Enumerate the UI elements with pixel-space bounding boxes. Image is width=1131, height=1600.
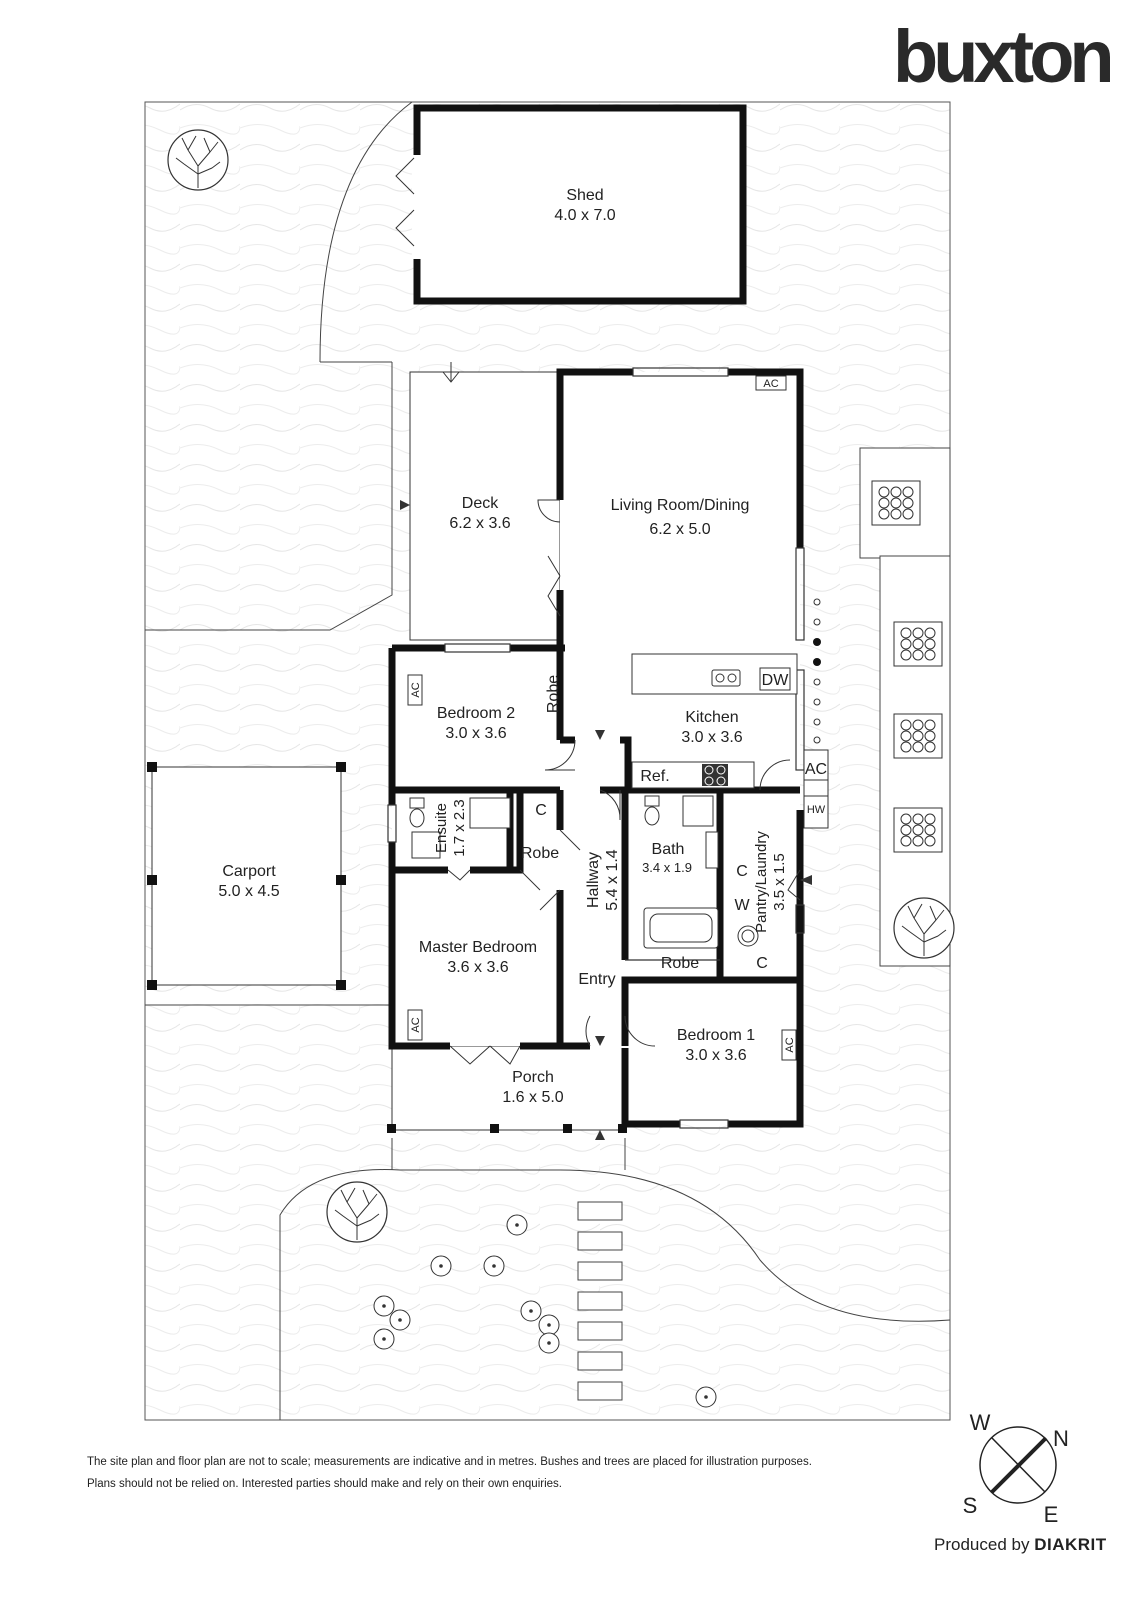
bush-icon bbox=[373, 1295, 395, 1317]
bath-dims: 3.4 x 1.9 bbox=[642, 860, 692, 875]
planter-icon bbox=[871, 480, 921, 526]
dishwasher-label: DW bbox=[762, 672, 790, 689]
bedroom1-dims: 3.0 x 3.6 bbox=[685, 1047, 746, 1064]
living-label: Living Room/Dining bbox=[611, 497, 750, 514]
planter-icon bbox=[893, 621, 943, 667]
pantry-label: Pantry/Laundry bbox=[753, 831, 770, 933]
deck-dims: 6.2 x 3.6 bbox=[449, 515, 510, 532]
produced-by: Produced by DIAKRIT bbox=[934, 1535, 1107, 1555]
cupboard-label-bath: C bbox=[736, 863, 748, 880]
toilet-icon bbox=[644, 795, 660, 807]
hw-label: HW bbox=[807, 804, 826, 816]
disclaimer-line-1: The site plan and floor plan are not to … bbox=[87, 1456, 812, 1468]
bush-icon bbox=[430, 1255, 452, 1277]
bush-icon bbox=[538, 1332, 560, 1354]
kitchen-dims: 3.0 x 3.6 bbox=[681, 729, 742, 746]
hallway-label: Hallway bbox=[585, 852, 602, 908]
deck-outline bbox=[409, 371, 561, 641]
tree-icon bbox=[167, 129, 229, 191]
washer-label: W bbox=[734, 897, 750, 914]
bathtub-icon bbox=[643, 907, 719, 949]
master-dims: 3.6 x 3.6 bbox=[447, 959, 508, 976]
planter-icon bbox=[893, 807, 943, 853]
compass-s: S bbox=[963, 1493, 978, 1518]
compass-e: E bbox=[1044, 1502, 1059, 1527]
bush-icon bbox=[695, 1386, 717, 1408]
kitchen-label: Kitchen bbox=[685, 709, 738, 726]
porch-label: Porch bbox=[512, 1069, 554, 1086]
tree-icon bbox=[326, 1181, 388, 1243]
bush-icon bbox=[373, 1328, 395, 1350]
buxton-logo: buxton bbox=[893, 15, 1115, 98]
ensuite-dims: 1.7 x 2.3 bbox=[451, 799, 468, 857]
planter-icon bbox=[893, 713, 943, 759]
compass-w: W bbox=[970, 1410, 991, 1435]
ensuite-label: Ensuite bbox=[433, 803, 450, 853]
robe-label-master: Robe bbox=[521, 845, 559, 862]
fridge-label: Ref. bbox=[640, 768, 669, 785]
cupboard-label-hall: C bbox=[535, 802, 547, 819]
bush-icon bbox=[520, 1300, 542, 1322]
ac-label-bedroom1: AC bbox=[784, 1037, 796, 1052]
porch-dims: 1.6 x 5.0 bbox=[502, 1089, 563, 1106]
hallway-dims: 5.4 x 1.4 bbox=[604, 849, 621, 910]
pantry-dims: 3.5 x 1.5 bbox=[771, 853, 788, 911]
carport-dims: 5.0 x 4.5 bbox=[218, 883, 279, 900]
kitchen-bench bbox=[631, 761, 755, 789]
living-dims: 6.2 x 5.0 bbox=[649, 521, 710, 538]
ac-label-bedroom2: AC bbox=[410, 682, 422, 697]
house-walls bbox=[388, 368, 804, 1128]
deck-label: Deck bbox=[462, 495, 499, 512]
bush-icon bbox=[483, 1255, 505, 1277]
bush-icon bbox=[389, 1309, 411, 1331]
master-label: Master Bedroom bbox=[419, 939, 537, 956]
robe-label-bedroom2: Robe bbox=[545, 675, 562, 713]
produced-by-prefix: Produced by bbox=[934, 1535, 1030, 1554]
robe-label-bedroom1: Robe bbox=[661, 955, 699, 972]
diakrit-logo: DIAKRIT bbox=[1034, 1535, 1107, 1554]
bush-icon bbox=[506, 1214, 528, 1236]
tree-icon bbox=[893, 897, 955, 959]
cooktop-icon bbox=[702, 764, 728, 786]
compass-n: N bbox=[1053, 1426, 1069, 1451]
cupboard-label-pantry: C bbox=[756, 955, 768, 972]
carport-outline bbox=[151, 766, 342, 986]
carport-label: Carport bbox=[222, 863, 276, 880]
ac-label-living: AC bbox=[763, 378, 778, 390]
shed-dims: 4.0 x 7.0 bbox=[554, 207, 615, 224]
shed-walls bbox=[413, 104, 747, 305]
ac-label-kitchen: AC bbox=[805, 761, 827, 778]
bedroom2-dims: 3.0 x 3.6 bbox=[445, 725, 506, 742]
compass: W N S E bbox=[963, 1410, 1069, 1527]
porch-outline bbox=[391, 1045, 626, 1131]
bath-label: Bath bbox=[652, 841, 685, 858]
bedroom2-label: Bedroom 2 bbox=[437, 705, 515, 722]
entry-label: Entry bbox=[578, 971, 615, 988]
bush-icon bbox=[538, 1314, 560, 1336]
shed-label: Shed bbox=[566, 187, 603, 204]
disclaimer-line-2: Plans should not be relied on. Intereste… bbox=[87, 1478, 562, 1490]
stepping-stones bbox=[577, 1201, 623, 1401]
ac-label-master: AC bbox=[410, 1017, 422, 1032]
bedroom1-label: Bedroom 1 bbox=[677, 1027, 755, 1044]
